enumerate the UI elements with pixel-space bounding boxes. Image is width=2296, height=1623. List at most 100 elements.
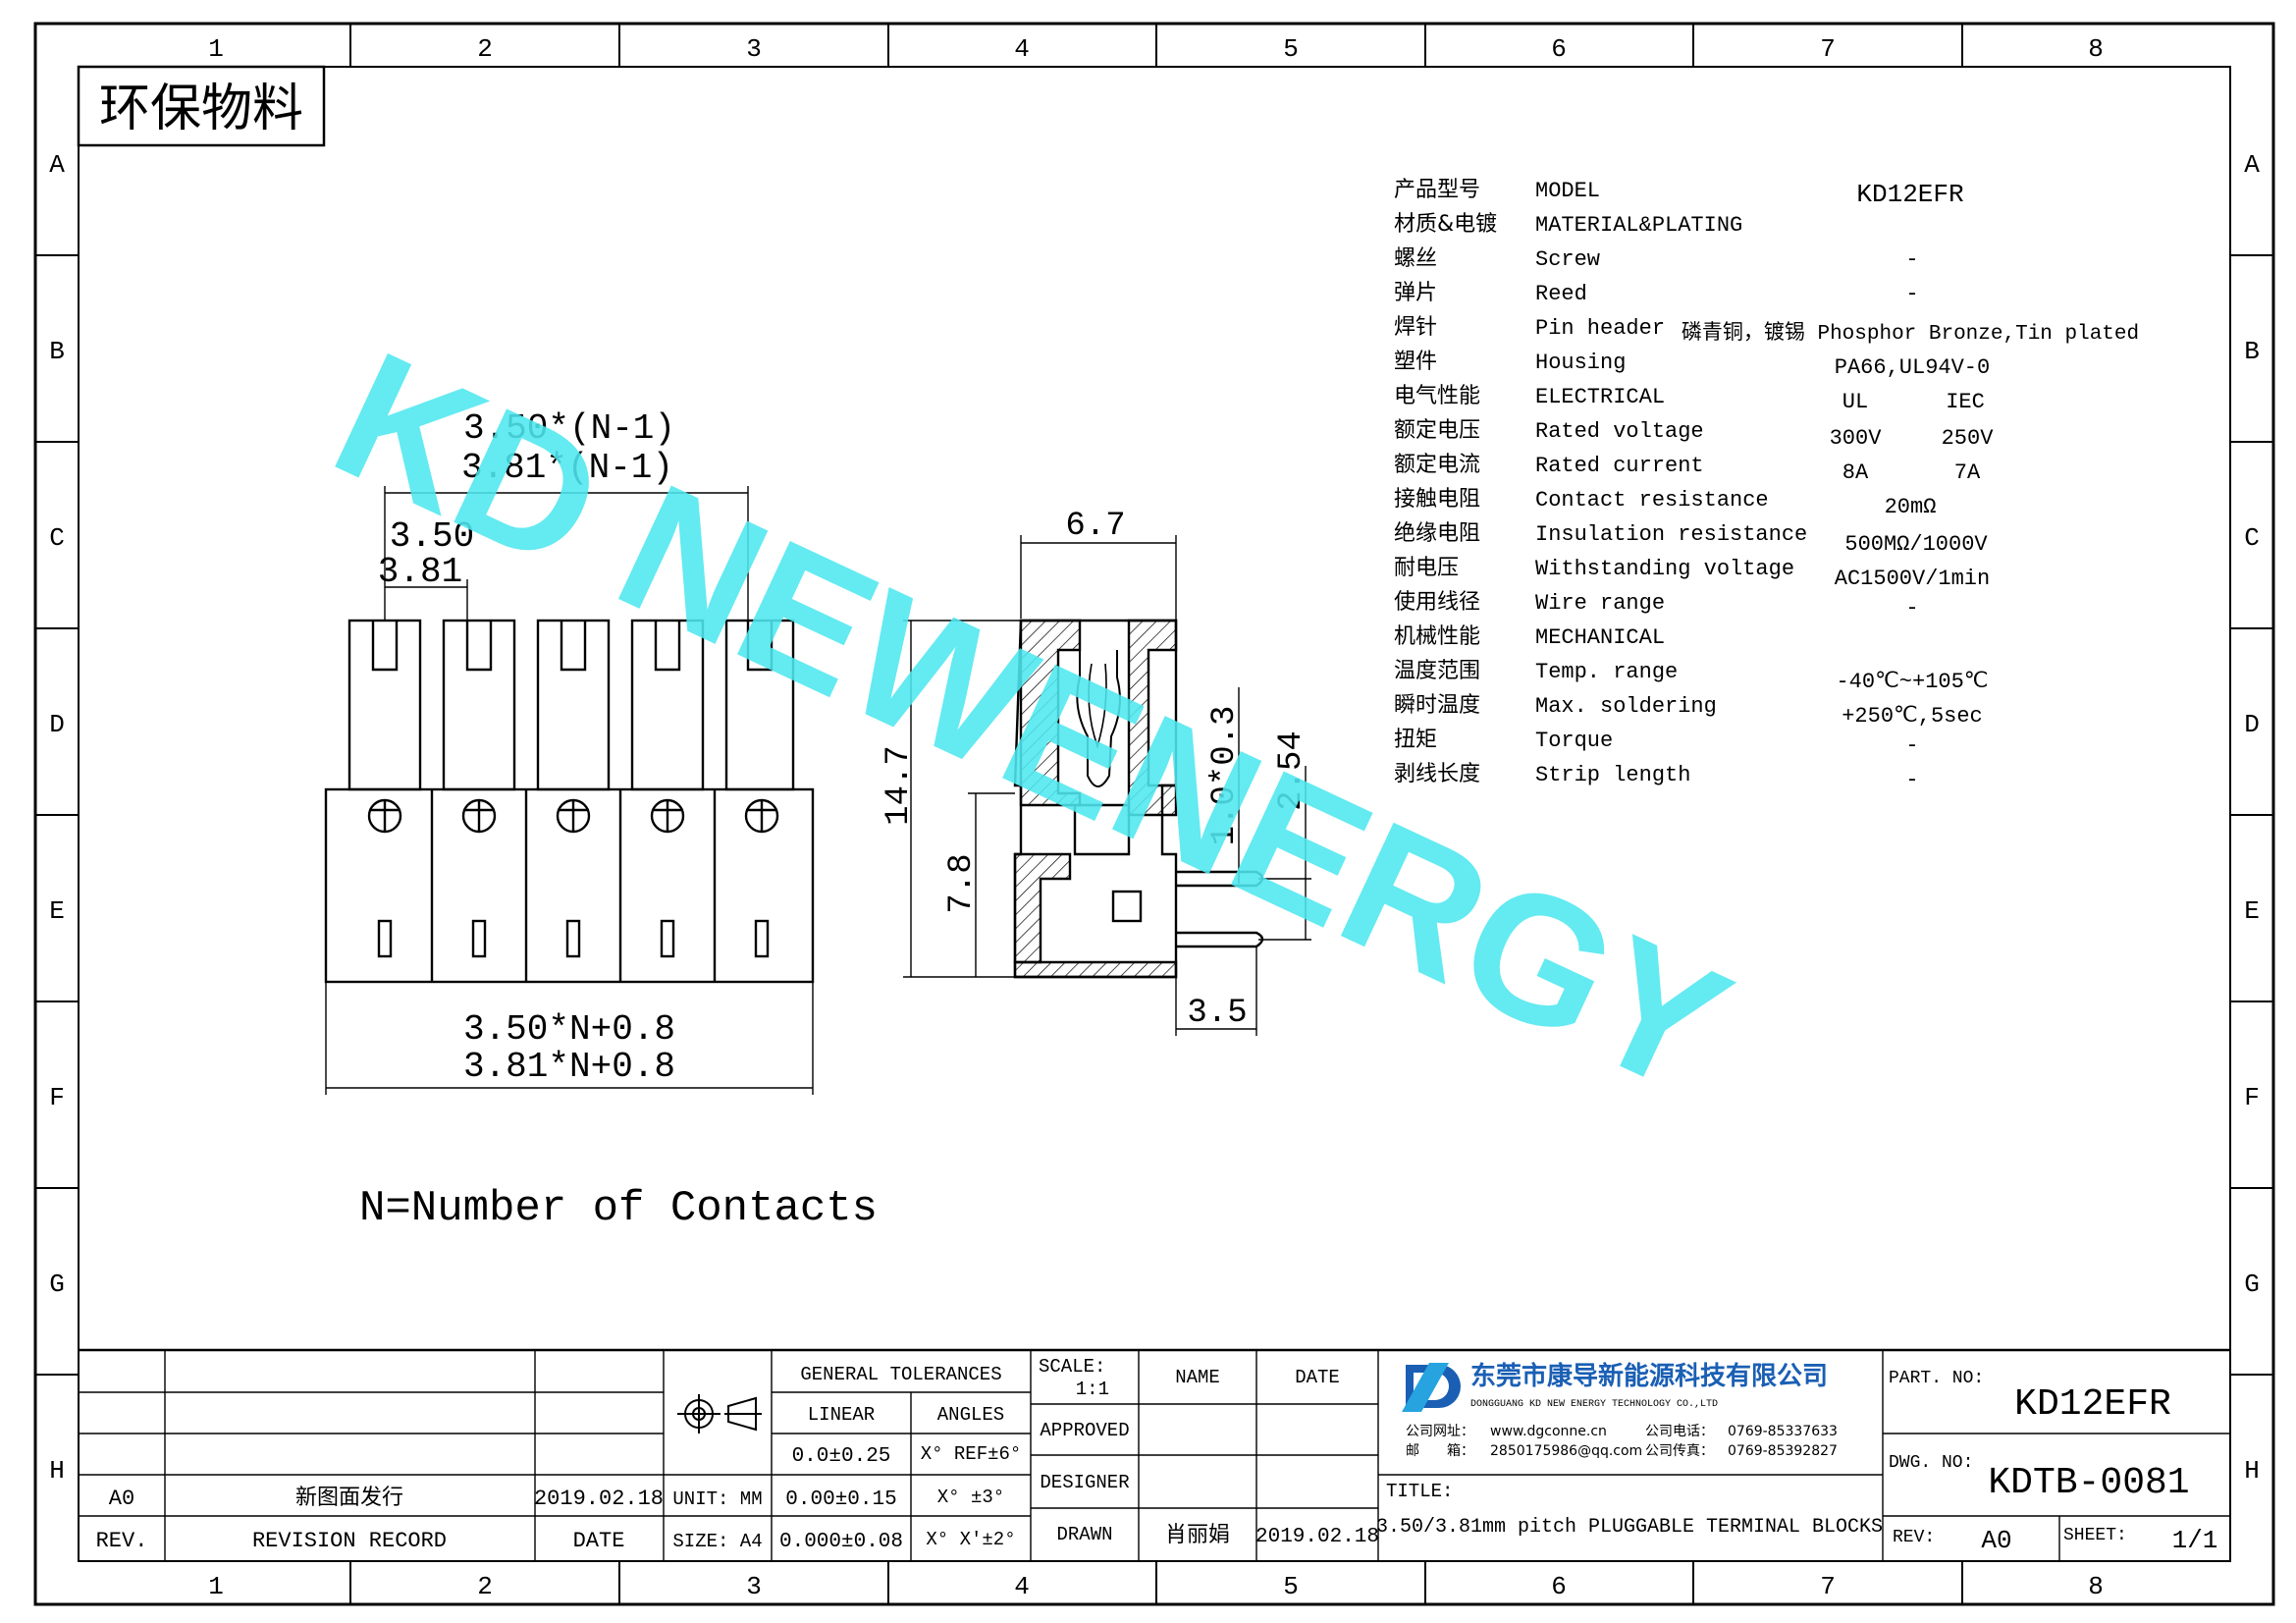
tolerance-linear-value: 0.000±0.08 xyxy=(779,1531,903,1553)
part-no-label: PART. NO: xyxy=(1889,1369,1984,1388)
mail-label: 邮 箱： xyxy=(1406,1443,1474,1459)
company-name-en: DONGGUANG KD NEW ENERGY TECHNOLOGY CO.,L… xyxy=(1470,1399,1718,1410)
row-label-left: C xyxy=(49,523,65,553)
col-label-bottom: 1 xyxy=(208,1572,224,1601)
rev-record-header: REVISION RECORD xyxy=(252,1529,447,1553)
row-label-right: F xyxy=(2244,1083,2260,1112)
spec-cn: 螺丝 xyxy=(1394,246,1437,271)
designer-label: DESIGNER xyxy=(1040,1472,1129,1493)
col-label-bottom: 7 xyxy=(1820,1572,1836,1601)
rev-record: 新图面发行 xyxy=(295,1486,403,1510)
spec-value: 20mΩ xyxy=(1885,495,1937,519)
drawn-name: 肖丽娟 xyxy=(1165,1523,1230,1547)
dim-pitch-2: 3.81 xyxy=(378,552,462,592)
dwg-no-label: DWG. NO: xyxy=(1889,1453,1973,1473)
tel-value: 0769-85337633 xyxy=(1728,1424,1838,1439)
col-label-top: 7 xyxy=(1820,34,1836,64)
dim-pitch-span-1: 3.50*(N-1) xyxy=(463,408,675,449)
drawn-label: DRAWN xyxy=(1056,1524,1112,1545)
spec-cn: 扭矩 xyxy=(1394,728,1437,752)
spec-cn: 温度范围 xyxy=(1394,659,1480,683)
spec-en: Contact resistance xyxy=(1535,488,1769,513)
size-label: SIZE: A4 xyxy=(672,1531,762,1552)
fax-label: 公司传真： xyxy=(1645,1443,1714,1459)
spec-value: - xyxy=(1905,247,1918,272)
col-label-top: 1 xyxy=(208,34,224,64)
spec-value: PA66,UL94V-0 xyxy=(1835,355,1990,380)
projection-symbol-icon xyxy=(677,1394,762,1434)
spec-value: +250℃,5sec xyxy=(1842,704,1983,729)
rev-header: REV. xyxy=(96,1529,148,1553)
col-label-bottom: 8 xyxy=(2088,1572,2104,1601)
spec-en: Rated voltage xyxy=(1535,419,1704,444)
mail-value: 2850175986@qq.com xyxy=(1490,1443,1642,1459)
tolerance-angle-value: X° ±3° xyxy=(937,1487,1004,1508)
row-label-left: E xyxy=(49,896,65,926)
row-labels: A B C D E F G H A B C D E F G H xyxy=(49,150,2260,1486)
spec-en: Pin header xyxy=(1535,316,1665,341)
spec-en: Withstanding voltage xyxy=(1535,557,1794,581)
spec-cn: 瞬时温度 xyxy=(1394,693,1480,718)
spec-cn: 机械性能 xyxy=(1394,624,1480,649)
spec-en: Strip length xyxy=(1535,763,1690,787)
spec-cn: 接触电阻 xyxy=(1394,487,1480,512)
spec-value: 500MΩ/1000V xyxy=(1844,532,1988,557)
dim-width-2: 3.81*N+0.8 xyxy=(463,1047,675,1087)
col-label-top: 5 xyxy=(1283,34,1299,64)
row-label-left: F xyxy=(49,1083,65,1112)
spec-en: Housing xyxy=(1535,351,1626,375)
spec-value: - xyxy=(1905,733,1918,758)
spec-value-2: 7A xyxy=(1954,460,1981,485)
column-labels: 1 2 3 4 5 6 7 8 1 2 3 4 5 6 7 8 xyxy=(208,34,2104,1601)
spec-value: UL xyxy=(1842,390,1868,414)
dim-pin-dia: 1.0*0.3 xyxy=(1206,706,1244,846)
tolerance-linear-value: 0.0±0.25 xyxy=(792,1445,891,1468)
part-no-value: KD12EFR xyxy=(2014,1383,2171,1426)
row-label-left: B xyxy=(49,337,65,366)
col-label-bottom: 4 xyxy=(1014,1572,1030,1601)
tolerance-linear: LINEAR xyxy=(808,1404,875,1426)
dim-pitch-span-2: 3.81*(N-1) xyxy=(461,448,673,488)
spec-en: Screw xyxy=(1535,247,1600,272)
dim-side-height: 14.7 xyxy=(881,745,918,826)
contacts-note: N=Number of Contacts xyxy=(359,1184,878,1233)
row-label-right: C xyxy=(2244,523,2260,553)
company-name-cn: 东莞市康导新能源科技有限公司 xyxy=(1470,1361,1828,1391)
row-label-left: A xyxy=(49,150,65,180)
spec-en: MATERIAL&PLATING xyxy=(1535,213,1742,238)
spec-en: MECHANICAL xyxy=(1535,625,1665,650)
row-label-left: H xyxy=(49,1456,65,1486)
name-header: NAME xyxy=(1175,1367,1220,1388)
spec-value: 磷青铜，镀锡 Phosphor Bronze,Tin plated xyxy=(1682,321,2139,346)
spec-value: - xyxy=(1905,282,1918,306)
spec-value: AC1500V/1min xyxy=(1835,567,1990,591)
scale-label: SCALE: xyxy=(1039,1356,1105,1378)
row-label-right: D xyxy=(2244,710,2260,739)
spec-value: - xyxy=(1905,596,1918,621)
spec-value: 8A xyxy=(1842,460,1869,485)
tel-label: 公司电话： xyxy=(1645,1424,1714,1439)
col-label-bottom: 6 xyxy=(1551,1572,1567,1601)
col-label-bottom: 2 xyxy=(477,1572,493,1601)
spec-cn: 耐电压 xyxy=(1394,556,1459,580)
row-label-right: E xyxy=(2244,896,2260,926)
drawn-date: 2019.02.18 xyxy=(1255,1526,1379,1548)
spec-cn: 材质&电镀 xyxy=(1394,212,1497,237)
sheet-value: 1/1 xyxy=(2172,1526,2218,1555)
rev-value-block: A0 xyxy=(1981,1526,2011,1555)
dim-side-width: 6.7 xyxy=(1065,508,1125,545)
unit-label: UNIT: MM xyxy=(672,1488,762,1510)
dim-pin-pitch: 2.54 xyxy=(1273,730,1310,811)
spec-table: 产品型号 MODEL KD12EFR 材质&电镀 MATERIAL&PLATIN… xyxy=(1394,178,2139,792)
col-label-top: 8 xyxy=(2088,34,2104,64)
rev-date: 2019.02.18 xyxy=(534,1487,664,1511)
spec-cn: 产品型号 xyxy=(1394,178,1480,202)
fax-value: 0769-85392827 xyxy=(1728,1443,1838,1459)
spec-en: Max. soldering xyxy=(1535,694,1717,719)
spec-cn: 绝缘电阻 xyxy=(1394,521,1480,546)
spec-en: Insulation resistance xyxy=(1535,522,1807,547)
spec-cn: 焊针 xyxy=(1394,315,1437,340)
spec-en: Reed xyxy=(1535,282,1587,306)
spec-cn: 额定电流 xyxy=(1394,453,1480,477)
spec-en: Wire range xyxy=(1535,591,1665,616)
